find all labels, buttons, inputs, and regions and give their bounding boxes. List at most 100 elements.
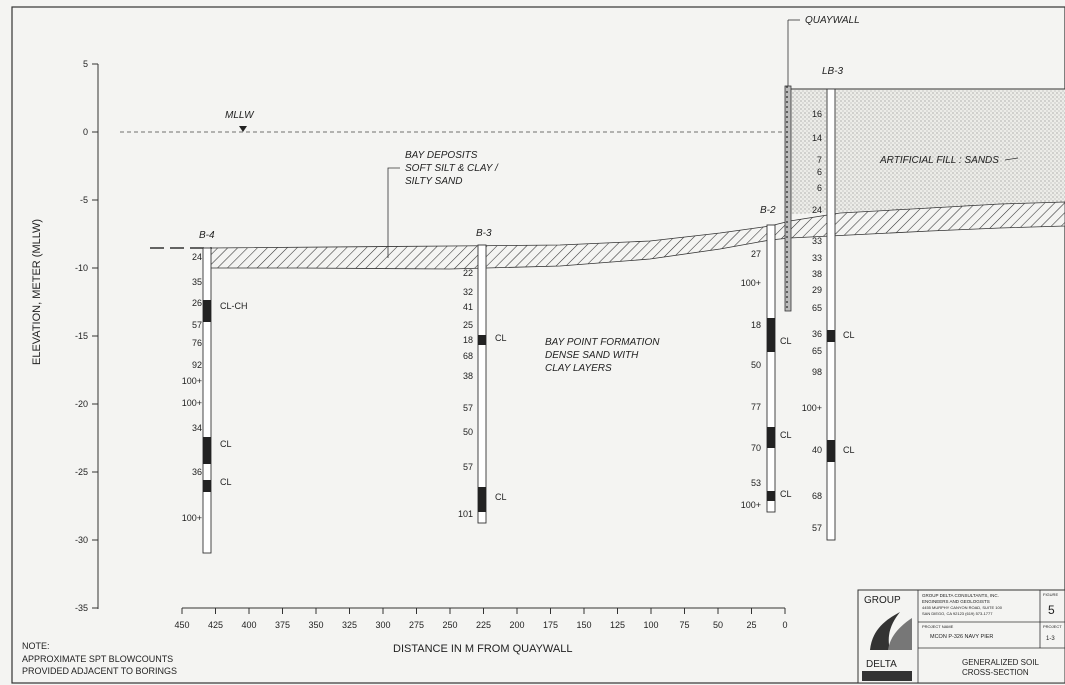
x-tick-label: 0: [782, 620, 787, 630]
spt-blowcount: 36: [192, 467, 202, 477]
boring-column: [766, 224, 776, 513]
x-tick-label: 325: [342, 620, 357, 630]
spt-blowcount: 92: [192, 360, 202, 370]
soil-type-label: CL-CH: [220, 301, 248, 311]
borings: B-4 24 35 26 57 7 6 92 100+ 100+ 34 36 100+ CL-CH CL CL…: [182, 66, 855, 554]
spt-blowcount: 34: [192, 423, 202, 433]
project-name-label: PROJECT NAME: [922, 624, 954, 629]
y-tick-label: 0: [83, 127, 88, 137]
bay-deposits-leader: [387, 167, 400, 258]
spt-blowcount: 25: [463, 320, 473, 330]
bay-deposits-line-3: SILTY SAND: [405, 176, 462, 187]
spt-blowcount: 100+: [182, 398, 202, 408]
soil-type-label: CL: [495, 333, 507, 343]
group-delta-logo: GROUP DELTA: [862, 595, 912, 681]
spt-blowcount: 33: [812, 236, 822, 246]
spt-blowcount: 57: [192, 320, 202, 330]
clay-layer: [478, 487, 486, 512]
spt-blowcount: 50: [463, 427, 473, 437]
bay-point-label: BAY POINT FORMATION DENSE SAND WITH CLAY…: [545, 337, 660, 374]
spt-blowcount: 100+: [802, 403, 822, 413]
x-tick-label: 300: [375, 620, 390, 630]
artificial-fill-label: ARTIFICIAL FILL : SANDS: [879, 155, 999, 166]
spt-blowcount: 100+: [182, 376, 202, 386]
y-tick-label: 5: [83, 59, 88, 69]
bay-deposits-layer: [209, 201, 1065, 270]
boring-name: B-2: [760, 205, 776, 216]
x-tick-label: 225: [476, 620, 491, 630]
clay-layer: [203, 480, 211, 492]
spt-blowcount: 40: [812, 445, 822, 455]
x-tick-label: 75: [679, 620, 689, 630]
soil-type-label: CL: [495, 492, 507, 502]
spt-blowcount: 18: [463, 335, 473, 345]
x-tick-label: 275: [409, 620, 424, 630]
x-tick-label: 50: [713, 620, 723, 630]
drawing-frame: [11, 6, 1065, 684]
x-axis-label: DISTANCE IN M FROM QUAYWALL: [393, 643, 572, 655]
spt-blowcount: 101: [458, 509, 473, 519]
mllw-marker-icon: [239, 126, 247, 132]
spt-blowcount: 29: [812, 285, 822, 295]
figure-number: 5: [1048, 603, 1055, 617]
x-tick-label: 25: [746, 620, 756, 630]
clay-layer: [203, 437, 211, 464]
spt-blowcount: 16: [812, 109, 822, 119]
clay-layer: [767, 491, 775, 501]
x-tick-label: 200: [509, 620, 524, 630]
spt-blowcount: 98: [812, 367, 822, 377]
y-tick-label: -35: [75, 603, 88, 613]
clay-layer: [767, 427, 775, 448]
mllw-label: MLLW: [225, 110, 255, 121]
spt-blowcount: 65: [812, 303, 822, 313]
spt-blowcount: 14: [812, 133, 822, 143]
spt-blowcount: 100+: [182, 513, 202, 523]
spt-blowcount: 24: [812, 205, 822, 215]
bay-point-line-2: DENSE SAND WITH: [545, 350, 639, 361]
spt-blowcount: 7: [817, 155, 822, 165]
company-line-2: ENGINEERS AND GEOLOGISTS: [922, 599, 990, 604]
bay-deposits-label: BAY DEPOSITS SOFT SILT & CLAY / SILTY SA…: [387, 150, 499, 258]
x-tick-label: 350: [308, 620, 323, 630]
spt-blowcount: 57: [463, 462, 473, 472]
x-tick-label: 375: [275, 620, 290, 630]
quaywall-label: QUAYWALL: [805, 15, 860, 26]
bay-point-line-1: BAY POINT FORMATION: [545, 337, 660, 348]
spt-blowcount: 32: [463, 287, 473, 297]
boring-name: B-4: [199, 230, 215, 241]
bay-deposits-line-1: BAY DEPOSITS: [405, 150, 478, 161]
spt-blowcount: 50: [751, 360, 761, 370]
spt-blowcount: 68: [812, 491, 822, 501]
boring-lb-3: LB-31614766243333382965366598100+406857C…: [802, 66, 855, 541]
y-tick-label: -5: [80, 195, 88, 205]
x-tick-label: 125: [610, 620, 625, 630]
spt-blowcount: 26: [192, 298, 202, 308]
soil-type-label: CL: [220, 477, 232, 487]
soil-type-label: CL: [780, 489, 792, 499]
project-number: 1-3: [1046, 636, 1055, 642]
bay-point-line-3: CLAY LAYERS: [545, 363, 612, 374]
spt-blowcount: 36: [812, 329, 822, 339]
spt-blowcount: 57: [812, 523, 822, 533]
boring-name: B-3: [476, 228, 492, 239]
spt-blowcount: 24: [192, 252, 202, 262]
y-axis-label: ELEVATION, METER (MLLW): [31, 219, 43, 365]
spt-blowcount: 6: [817, 167, 822, 177]
y-axis-ticks: 50-5-10-15-20-25-30-35: [75, 59, 98, 613]
note-line-2: PROVIDED ADJACENT TO BORINGS: [22, 666, 177, 676]
spt-blowcount: 41: [463, 302, 473, 312]
title-block: GROUP DELTA GROUP DELTA CONSULTANTS, INC…: [857, 589, 1065, 684]
x-tick-label: 100: [643, 620, 658, 630]
spt-blowcount: 35: [192, 277, 202, 287]
boring-name: LB-3: [822, 66, 844, 77]
y-tick-label: -15: [75, 331, 88, 341]
fill-label-leader: [1004, 157, 1019, 161]
bay-deposits-line-2: SOFT SILT & CLAY /: [405, 163, 499, 174]
clay-layer: [767, 318, 775, 352]
spt-blowcount: 38: [463, 371, 473, 381]
soil-type-label: CL: [843, 330, 855, 340]
y-tick-label: -25: [75, 467, 88, 477]
